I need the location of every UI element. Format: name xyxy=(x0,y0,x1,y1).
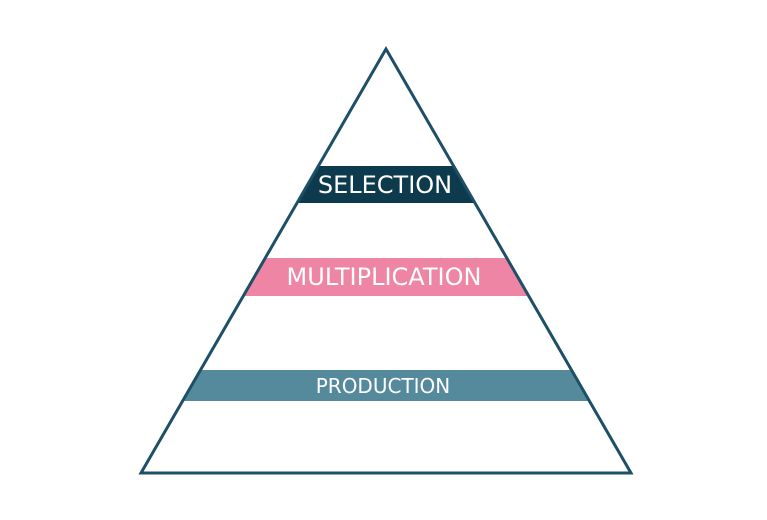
band-production-label: PRODUCTION xyxy=(316,374,451,398)
band-production xyxy=(141,370,631,401)
band-multiplication-label: MULTIPLICATION xyxy=(287,263,482,291)
pyramid-outline xyxy=(138,46,634,475)
band-selection-label: SELECTION xyxy=(318,171,452,199)
